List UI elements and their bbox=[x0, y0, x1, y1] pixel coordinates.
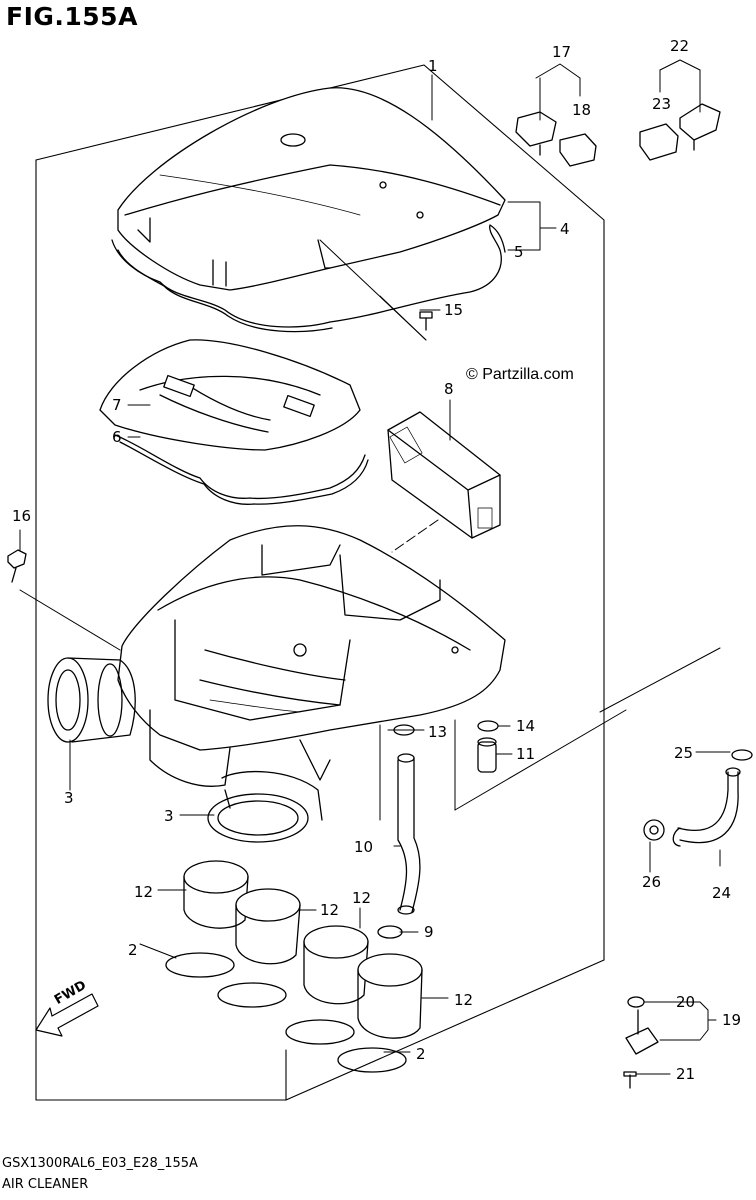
filter-box-part bbox=[387, 411, 501, 539]
callout-3b: 3 bbox=[164, 807, 174, 825]
clamp-9-part bbox=[377, 925, 403, 939]
callout-20: 20 bbox=[676, 993, 696, 1011]
callout-26: 26 bbox=[642, 873, 662, 891]
forward-arrow-icon bbox=[35, 993, 99, 1037]
callout-1: 1 bbox=[428, 57, 438, 75]
callout-12a: 12 bbox=[134, 883, 154, 901]
air-cleaner-case-part bbox=[117, 525, 506, 787]
screw-15-part bbox=[419, 311, 433, 331]
callout-18: 18 bbox=[572, 101, 592, 119]
callout-25: 25 bbox=[674, 744, 694, 762]
drawing-code: GSX1300RAL6_E03_E28_155A bbox=[2, 1156, 198, 1171]
intake-sleeve-4-part bbox=[357, 953, 423, 1039]
intake-sleeve-3-part bbox=[303, 925, 369, 1005]
callout-12c: 12 bbox=[352, 889, 372, 907]
callout-7: 7 bbox=[112, 396, 122, 414]
intake-sleeve-1-part bbox=[183, 860, 249, 929]
connector-17-part bbox=[515, 111, 557, 156]
leader-lines bbox=[19, 59, 731, 1075]
connector-22-part bbox=[679, 103, 721, 151]
connector-23-part bbox=[639, 123, 679, 161]
callout-12d: 12 bbox=[454, 991, 474, 1009]
intake-sleeve-2-part bbox=[235, 888, 301, 965]
clamp-25-part bbox=[731, 749, 753, 761]
intake-funnel-lower-part bbox=[207, 770, 323, 843]
callout-16: 16 bbox=[12, 507, 32, 525]
callout-3a: 3 bbox=[64, 789, 74, 807]
plug-11-part bbox=[477, 737, 497, 773]
callout-6: 6 bbox=[112, 428, 122, 446]
callout-2a: 2 bbox=[128, 941, 138, 959]
bolt-16-part bbox=[7, 549, 27, 583]
callout-4: 4 bbox=[560, 220, 570, 238]
clamp-14-part bbox=[477, 720, 499, 732]
callout-17: 17 bbox=[552, 43, 572, 61]
air-cleaner-cover-part bbox=[117, 87, 506, 291]
intake-funnel-left-part bbox=[47, 657, 136, 743]
diagram-caption: AIR CLEANER bbox=[2, 1177, 89, 1192]
callout-19: 19 bbox=[722, 1011, 742, 1029]
callout-8: 8 bbox=[444, 380, 454, 398]
callout-24: 24 bbox=[712, 884, 732, 902]
callout-21: 21 bbox=[676, 1065, 696, 1083]
filter-element-part bbox=[99, 339, 361, 451]
hose-24-part bbox=[672, 767, 741, 847]
callout-5: 5 bbox=[514, 243, 524, 261]
clamp-26-part bbox=[643, 819, 665, 841]
sensor-19-part bbox=[623, 996, 659, 1089]
callout-15: 15 bbox=[444, 301, 464, 319]
callout-11: 11 bbox=[516, 745, 536, 763]
figure-title: FIG.155A bbox=[6, 2, 138, 31]
callout-12b: 12 bbox=[320, 901, 340, 919]
callout-22: 22 bbox=[670, 37, 690, 55]
callout-9: 9 bbox=[424, 923, 434, 941]
callout-2b: 2 bbox=[416, 1045, 426, 1063]
cover-gasket-part bbox=[111, 224, 506, 333]
assembly-boundary bbox=[35, 64, 605, 1101]
element-gasket-part bbox=[114, 434, 369, 505]
callout-10: 10 bbox=[354, 838, 374, 856]
connector-18-part bbox=[559, 133, 597, 167]
drain-hose-part bbox=[397, 753, 421, 915]
clamp-2-set-part bbox=[165, 952, 407, 1073]
callout-23: 23 bbox=[652, 95, 672, 113]
callout-14: 14 bbox=[516, 717, 536, 735]
watermark-text: © Partzilla.com bbox=[466, 366, 574, 383]
callout-13: 13 bbox=[428, 723, 448, 741]
